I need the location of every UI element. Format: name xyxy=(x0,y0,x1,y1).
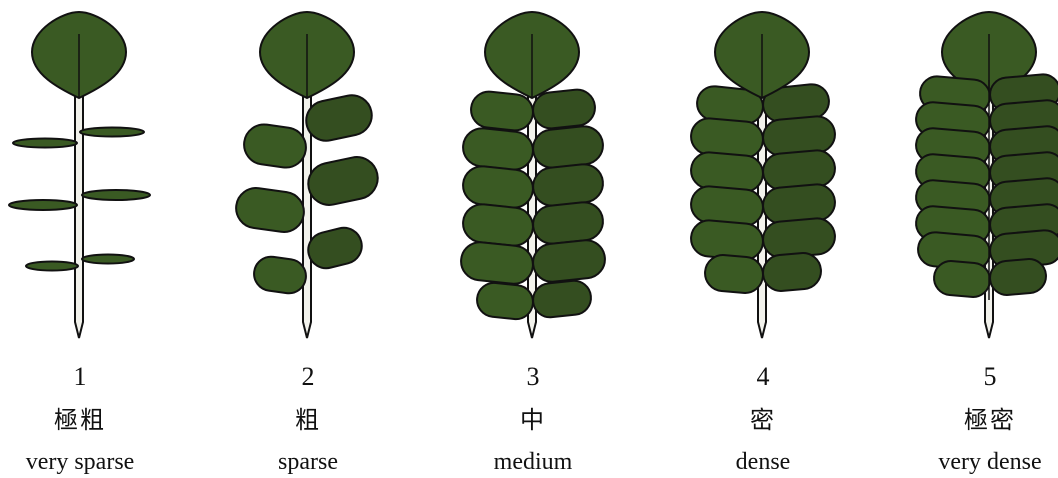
label-chinese: 中 xyxy=(453,405,613,435)
leaflet xyxy=(82,190,150,200)
leaflet xyxy=(82,255,134,264)
leaflet xyxy=(531,162,605,207)
leaflet xyxy=(234,185,307,234)
leaflet xyxy=(531,238,607,283)
leaflet xyxy=(704,254,765,295)
panel-dense: 4 密 dense xyxy=(683,0,843,478)
label-english: sparse xyxy=(228,448,388,476)
leaf-illustration-very-dense xyxy=(910,0,1058,350)
leaf-illustration-medium xyxy=(453,0,613,350)
leaflet xyxy=(762,149,837,191)
label-chinese: 粗 xyxy=(228,405,388,435)
label-english: medium xyxy=(453,448,613,476)
panel-number: 3 xyxy=(453,362,613,392)
leaflet xyxy=(26,262,78,271)
leaflet xyxy=(304,153,381,209)
leaflet xyxy=(531,279,592,319)
leaflet xyxy=(469,90,534,132)
panel-number: 1 xyxy=(0,362,160,392)
panel-number: 4 xyxy=(683,362,843,392)
leaflet xyxy=(461,164,535,209)
leaf-illustration-dense xyxy=(683,0,843,350)
leaflet xyxy=(13,139,77,148)
leaflet xyxy=(242,122,309,170)
panel-very-dense: 5 極密 very dense xyxy=(910,0,1058,478)
leaflet xyxy=(690,117,765,159)
leaflet xyxy=(933,260,992,299)
leaflet xyxy=(461,126,535,171)
label-chinese: 極粗 xyxy=(0,405,160,435)
leaflet xyxy=(690,185,765,227)
panel-medium: 3 中 medium xyxy=(453,0,613,478)
panel-number: 5 xyxy=(910,362,1058,392)
leaflet xyxy=(459,240,535,285)
leaflet xyxy=(989,258,1048,297)
leaflet xyxy=(690,151,765,193)
leaflet xyxy=(252,255,308,296)
leaflet xyxy=(531,200,605,245)
leaflet xyxy=(461,202,535,247)
leaf-illustration-very-sparse xyxy=(0,0,160,350)
leaflet xyxy=(304,224,365,272)
label-chinese: 密 xyxy=(683,405,843,435)
leaflet xyxy=(9,200,77,210)
label-english: dense xyxy=(683,448,843,476)
label-english: very dense xyxy=(910,448,1058,476)
leaflet xyxy=(762,252,823,293)
label-chinese: 極密 xyxy=(910,405,1058,435)
panel-number: 2 xyxy=(228,362,388,392)
panel-very-sparse: 1 極粗 very sparse xyxy=(0,0,160,478)
leaflet xyxy=(303,92,376,145)
leaf-illustration-sparse xyxy=(228,0,388,350)
label-english: very sparse xyxy=(0,448,160,476)
leaflet xyxy=(531,124,605,169)
leaflet xyxy=(762,183,837,225)
panel-sparse: 2 粗 sparse xyxy=(228,0,388,478)
leaflet xyxy=(762,115,837,157)
leaflet xyxy=(475,281,534,321)
leaflet xyxy=(80,128,144,137)
